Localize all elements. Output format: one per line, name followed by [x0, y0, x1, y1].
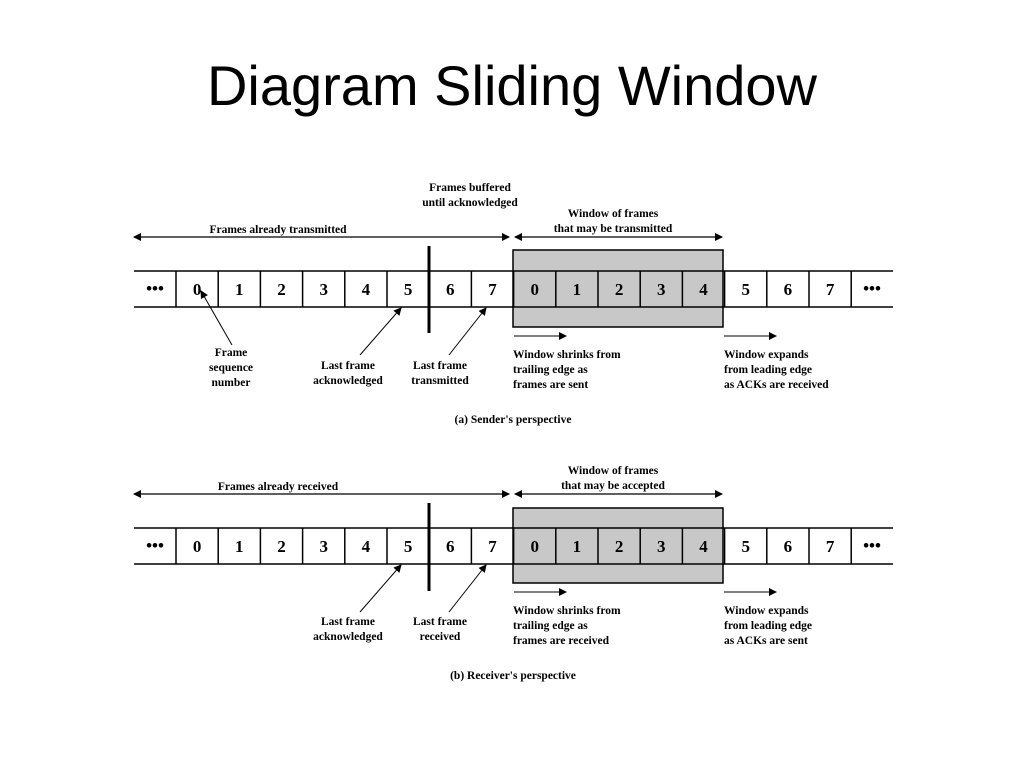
- receiver-shrinks-line1: Window shrinks from: [513, 605, 621, 617]
- receiver-window-line2: that may be accepted: [561, 480, 665, 492]
- page-title: Diagram Sliding Window: [206, 54, 817, 117]
- sender-frame-cell: 1: [235, 280, 244, 299]
- sender-window-line1: Window of frames: [568, 208, 659, 220]
- receiver-shrinks-line3: frames are received: [513, 635, 610, 647]
- sender-frame-cell: 1: [573, 280, 582, 299]
- receiver-expands-line3: as ACKs are sent: [724, 635, 808, 647]
- receiver-frame-cell: 6: [446, 537, 455, 556]
- sender-frame-cell: 0: [193, 280, 202, 299]
- sender-frame-cell: 6: [446, 280, 455, 299]
- sender-buffered-line2: until acknowledged: [422, 197, 518, 209]
- receiver-frame-cell: 5: [741, 537, 750, 556]
- sender-frame-cell: 4: [699, 280, 708, 299]
- sender-frame-cell: 7: [826, 280, 835, 299]
- sender-shrinks-line1: Window shrinks from: [513, 349, 621, 361]
- receiver-expands-line2: from leading edge: [724, 620, 812, 632]
- frame-seq-pointer: [200, 290, 233, 346]
- frame-seq-line3: number: [212, 377, 251, 389]
- sender-frame-cell: 3: [657, 280, 666, 299]
- receiver-frame-cell: 0: [193, 537, 202, 556]
- receiver-diagram: Window of frames that may be accepted Fr…: [133, 465, 893, 682]
- receiver-frame-cell: 4: [699, 537, 708, 556]
- sender-frame-cell: 2: [277, 280, 286, 299]
- receiver-caption: (b) Receiver's perspective: [450, 670, 576, 682]
- sender-last-sent-line2: transmitted: [411, 375, 469, 387]
- receiver-frame-strip: ••• 0 1 2 3 4 5 6 7 0 1 2 3 4 5 6 7 •••: [146, 528, 881, 564]
- receiver-ellipsis-right: •••: [863, 536, 881, 555]
- sender-already-transmitted-label: Frames already transmitted: [209, 224, 347, 236]
- receiver-last-ack-pointer: [359, 564, 402, 613]
- receiver-frame-cell: 2: [277, 537, 286, 556]
- sender-diagram: Frames buffered until acknowledged Windo…: [133, 182, 893, 426]
- sender-expands-line1: Window expands: [724, 349, 809, 361]
- sender-expands-line3: as ACKs are received: [724, 379, 829, 391]
- receiver-frame-cell: 1: [235, 537, 244, 556]
- frame-seq-line1: Frame: [215, 347, 248, 359]
- sender-last-ack-pointer: [359, 307, 402, 356]
- sender-buffered-line1: Frames buffered: [429, 182, 511, 194]
- receiver-frame-cell: 2: [615, 537, 624, 556]
- sender-frame-cell: 6: [784, 280, 793, 299]
- receiver-frame-cell: 4: [362, 537, 371, 556]
- receiver-last-recv-line2: received: [420, 631, 461, 643]
- receiver-last-ack-line1: Last frame: [321, 616, 375, 628]
- receiver-already-received-label: Frames already received: [218, 481, 339, 493]
- sender-frame-cell: 0: [530, 280, 539, 299]
- receiver-last-ack-line2: acknowledged: [313, 631, 383, 643]
- sender-shrinks-line3: frames are sent: [513, 379, 588, 391]
- sender-frame-cell: 5: [404, 280, 413, 299]
- receiver-frame-cell: 1: [573, 537, 582, 556]
- sender-ellipsis-left: •••: [146, 279, 164, 298]
- sender-frame-cell: 4: [362, 280, 371, 299]
- receiver-last-recv-pointer: [448, 564, 487, 613]
- receiver-ellipsis-left: •••: [146, 536, 164, 555]
- receiver-window-line1: Window of frames: [568, 465, 659, 477]
- receiver-frame-cell: 7: [488, 537, 497, 556]
- sender-last-ack-line2: acknowledged: [313, 375, 383, 387]
- sender-shrinks-line2: trailing edge as: [513, 364, 588, 376]
- sender-window-box: [512, 249, 724, 328]
- sender-frame-cell: 7: [488, 280, 497, 299]
- sender-caption: (a) Sender's perspective: [455, 414, 572, 426]
- receiver-last-recv-line1: Last frame: [413, 616, 467, 628]
- sender-frame-cell: 3: [319, 280, 328, 299]
- sender-frame-cell: 5: [741, 280, 750, 299]
- receiver-frame-cell: 3: [319, 537, 328, 556]
- sender-frame-cell: 2: [615, 280, 624, 299]
- sender-ellipsis-right: •••: [863, 279, 881, 298]
- sender-window-line2: that may be transmitted: [554, 223, 673, 235]
- receiver-shrinks-line2: trailing edge as: [513, 620, 588, 632]
- sender-last-sent-line1: Last frame: [413, 360, 467, 372]
- frame-seq-line2: sequence: [209, 362, 253, 374]
- sender-expands-line2: from leading edge: [724, 364, 812, 376]
- receiver-frame-cell: 0: [530, 537, 539, 556]
- receiver-frame-cell: 6: [784, 537, 793, 556]
- receiver-frame-cell: 7: [826, 537, 835, 556]
- receiver-expands-line1: Window expands: [724, 605, 809, 617]
- sender-last-sent-pointer: [448, 307, 487, 356]
- sender-frame-strip: ••• 0 1 2 3 4 5 6 7 0 1 2 3 4 5 6 7 •••: [146, 271, 881, 307]
- sender-last-ack-line1: Last frame: [321, 360, 375, 372]
- receiver-frame-cell: 5: [404, 537, 413, 556]
- receiver-frame-cell: 3: [657, 537, 666, 556]
